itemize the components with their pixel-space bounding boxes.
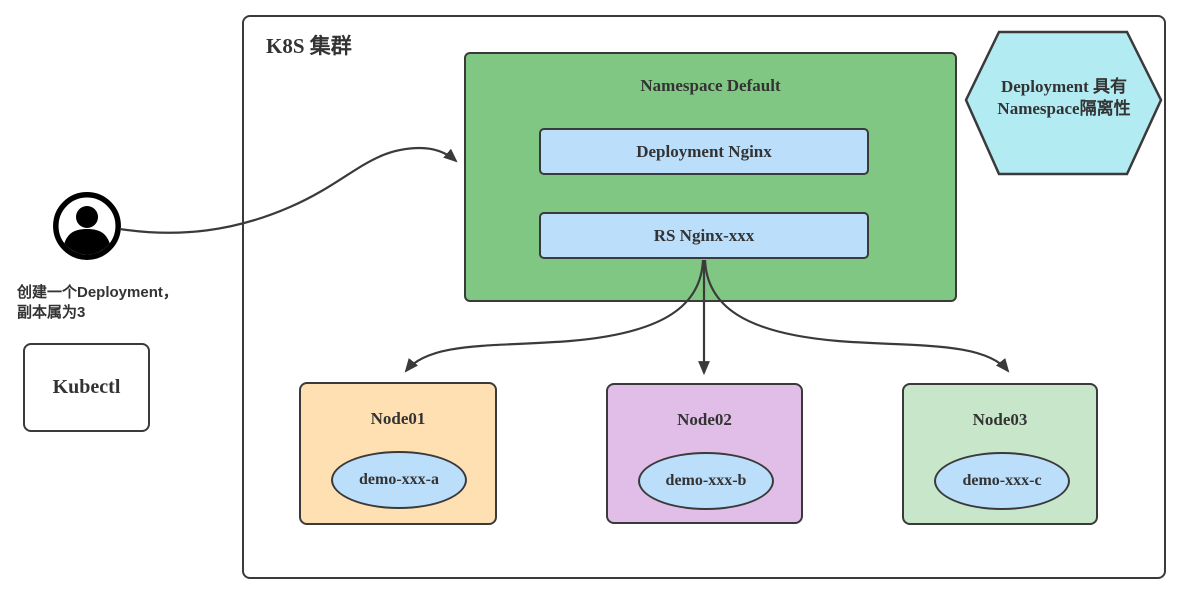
hexagon-note-text: Deployment 具有 Namespace隔离性 <box>964 76 1164 120</box>
hexagon-note-line1: Deployment 具有 <box>1000 77 1128 96</box>
node02-title: Node02 <box>677 410 732 429</box>
kubectl-box: Kubectl <box>23 343 150 432</box>
user-icon <box>53 192 121 260</box>
actor-caption-line1: 创建一个Deployment， <box>17 284 178 301</box>
pod-demo-xxx-c: demo-xxx-c <box>934 452 1070 510</box>
pod-demo-xxx-b: demo-xxx-b <box>638 452 774 510</box>
hexagon-note-line2: Namespace隔离性 <box>997 99 1131 118</box>
actor-caption: 创建一个Deployment， 副本属为3 <box>17 283 178 323</box>
deployment-nginx-box: Deployment Nginx <box>539 128 869 175</box>
hexagon-polygon <box>964 30 1163 176</box>
node02-box: Node02 demo-xxx-b <box>606 383 803 524</box>
hexagon-note-shape <box>964 30 1163 176</box>
node03-box: Node03 demo-xxx-c <box>902 383 1098 525</box>
cluster-title: K8S 集群 <box>266 34 352 58</box>
namespace-title: Namespace Default <box>640 76 781 95</box>
node01-title: Node01 <box>370 409 426 428</box>
node03-title: Node03 <box>972 410 1028 429</box>
pod-demo-xxx-a: demo-xxx-a <box>331 451 467 509</box>
actor-caption-line2: 副本属为3 <box>17 304 86 321</box>
rs-nginx-box: RS Nginx-xxx <box>539 212 869 259</box>
node01-box: Node01 demo-xxx-a <box>299 382 497 525</box>
